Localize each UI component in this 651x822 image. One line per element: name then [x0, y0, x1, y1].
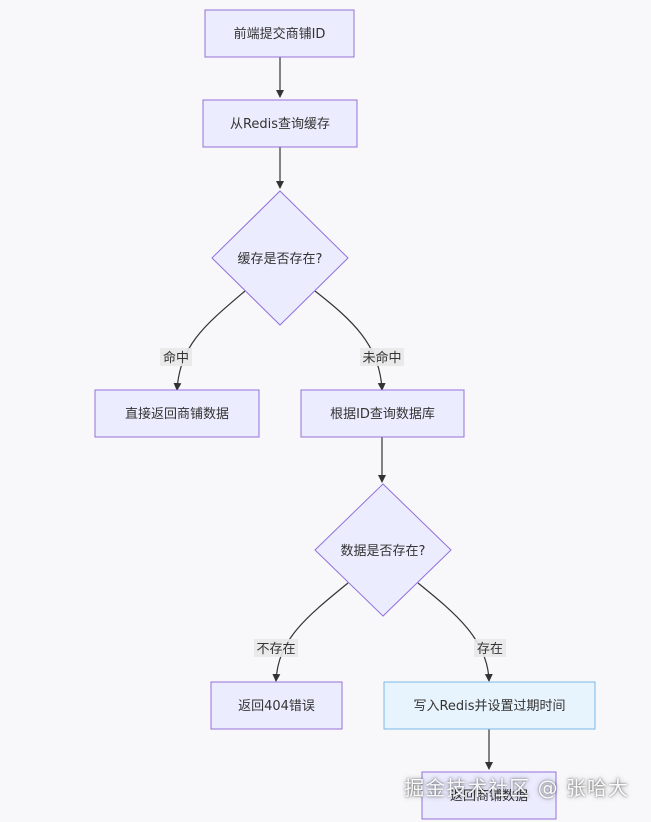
edge-hit [173, 290, 246, 391]
svg-text:从Redis查询缓存: 从Redis查询缓存 [230, 117, 330, 132]
node-query-cache: 从Redis查询缓存 [202, 99, 358, 148]
node-cache-exists-decision: 缓存是否存在? [211, 190, 349, 326]
watermark: 掘金技术社区 @ 张哈大 [404, 776, 629, 800]
edge-label-exist: 存在 [474, 639, 506, 657]
node-return-data: 返回商铺数据 [421, 771, 557, 820]
svg-text:命中: 命中 [163, 350, 189, 366]
svg-text:返回商铺数据: 返回商铺数据 [450, 789, 528, 804]
edge-label-miss: 未命中 [360, 348, 404, 366]
svg-text:存在: 存在 [477, 642, 503, 657]
edge-label-hit: 命中 [160, 348, 192, 366]
svg-text:根据ID查询数据库: 根据ID查询数据库 [330, 406, 435, 422]
node-write-redis: 写入Redis并设置过期时间 [383, 681, 596, 730]
node-query-db: 根据ID查询数据库 [300, 389, 465, 438]
svg-text:前端提交商铺ID: 前端提交商铺ID [234, 26, 326, 42]
node-return-404: 返回404错误 [210, 681, 343, 730]
node-data-exists-decision: 数据是否存在? [314, 483, 452, 617]
svg-text:返回404错误: 返回404错误 [238, 699, 315, 714]
svg-text:写入Redis并设置过期时间: 写入Redis并设置过期时间 [413, 699, 565, 714]
edge-label-not-exist: 不存在 [254, 639, 298, 657]
svg-text:直接返回商铺数据: 直接返回商铺数据 [125, 406, 229, 422]
svg-text:未命中: 未命中 [362, 350, 401, 366]
svg-text:数据是否存在?: 数据是否存在? [341, 544, 426, 559]
node-return-direct: 直接返回商铺数据 [94, 389, 260, 438]
edge-not-exist [272, 582, 349, 682]
svg-text:缓存是否存在?: 缓存是否存在? [238, 252, 323, 267]
edge-miss [314, 290, 386, 391]
edge-exist [417, 582, 493, 682]
node-start: 前端提交商铺ID [204, 9, 355, 58]
svg-text:不存在: 不存在 [256, 642, 295, 657]
